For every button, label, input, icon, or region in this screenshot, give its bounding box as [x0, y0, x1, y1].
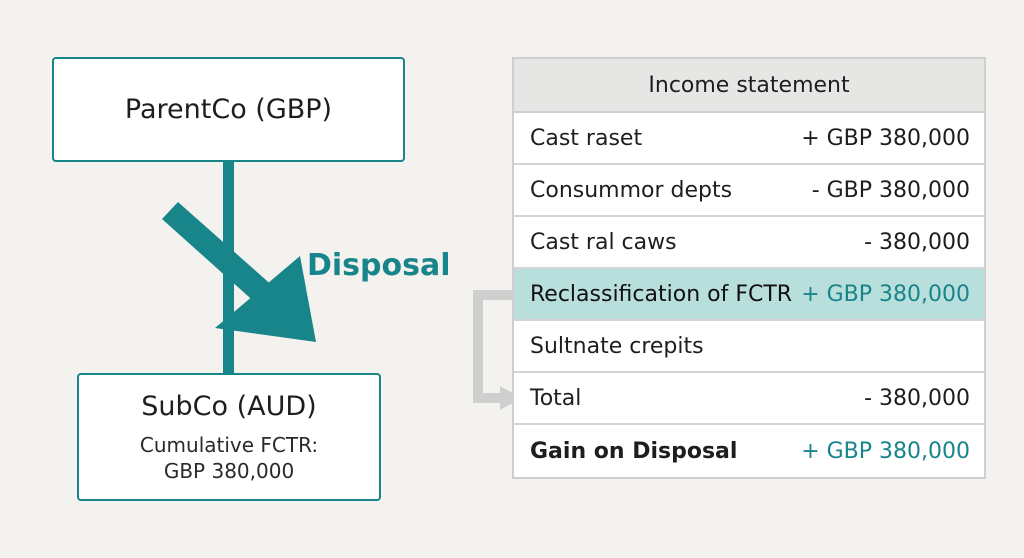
- subsidiary-box: SubCo (AUD) Cumulative FCTR: GBP 380,000: [77, 373, 381, 501]
- fctr-note-line1: Cumulative FCTR:: [139, 432, 319, 457]
- connector-arrowhead: [500, 386, 522, 410]
- row-label: Cast ral caws: [530, 229, 677, 255]
- row-value: - 380,000: [864, 229, 970, 255]
- row-label: Sultnate crepits: [530, 333, 704, 359]
- row-value: + GBP 380,000: [801, 281, 970, 307]
- table-row: Cast ral caws - 380,000: [514, 217, 984, 269]
- table-row: Sultnate crepits: [514, 321, 984, 373]
- subsidiary-label: SubCo (AUD): [141, 390, 317, 422]
- row-value: + GBP 380,000: [801, 438, 970, 464]
- cumulative-fctr-note: Cumulative FCTR: GBP 380,000: [140, 432, 318, 484]
- total-row: Total - 380,000: [514, 373, 984, 425]
- row-label: Gain on Disposal: [530, 438, 738, 464]
- row-value: - 380,000: [864, 385, 970, 411]
- fctr-note-line2: GBP 380,000: [163, 458, 295, 483]
- row-label: Total: [530, 385, 582, 411]
- row-label: Reclassification of FCTR: [530, 281, 793, 307]
- income-statement-title: Income statement: [514, 59, 984, 113]
- gain-on-disposal-row: Gain on Disposal + GBP 380,000: [514, 425, 984, 477]
- row-label: Consummor depts: [530, 177, 733, 203]
- row-label: Cast raset: [530, 125, 643, 151]
- reclassification-connector: [473, 290, 512, 403]
- parent-company-label: ParentCo (GBP): [124, 94, 333, 125]
- disposal-arrow: [162, 202, 316, 342]
- disposal-label: Disposal: [307, 248, 451, 283]
- row-value: + GBP 380,000: [801, 125, 970, 151]
- table-row: Consummor depts - GBP 380,000: [514, 165, 984, 217]
- row-value: - GBP 380,000: [811, 177, 970, 203]
- table-row: Cast raset + GBP 380,000: [514, 113, 984, 165]
- parent-company-box: ParentCo (GBP): [52, 57, 405, 162]
- reclassification-row: Reclassification of FCTR + GBP 380,000: [514, 269, 984, 321]
- income-statement-table: Income statement Cast raset + GBP 380,00…: [512, 57, 986, 479]
